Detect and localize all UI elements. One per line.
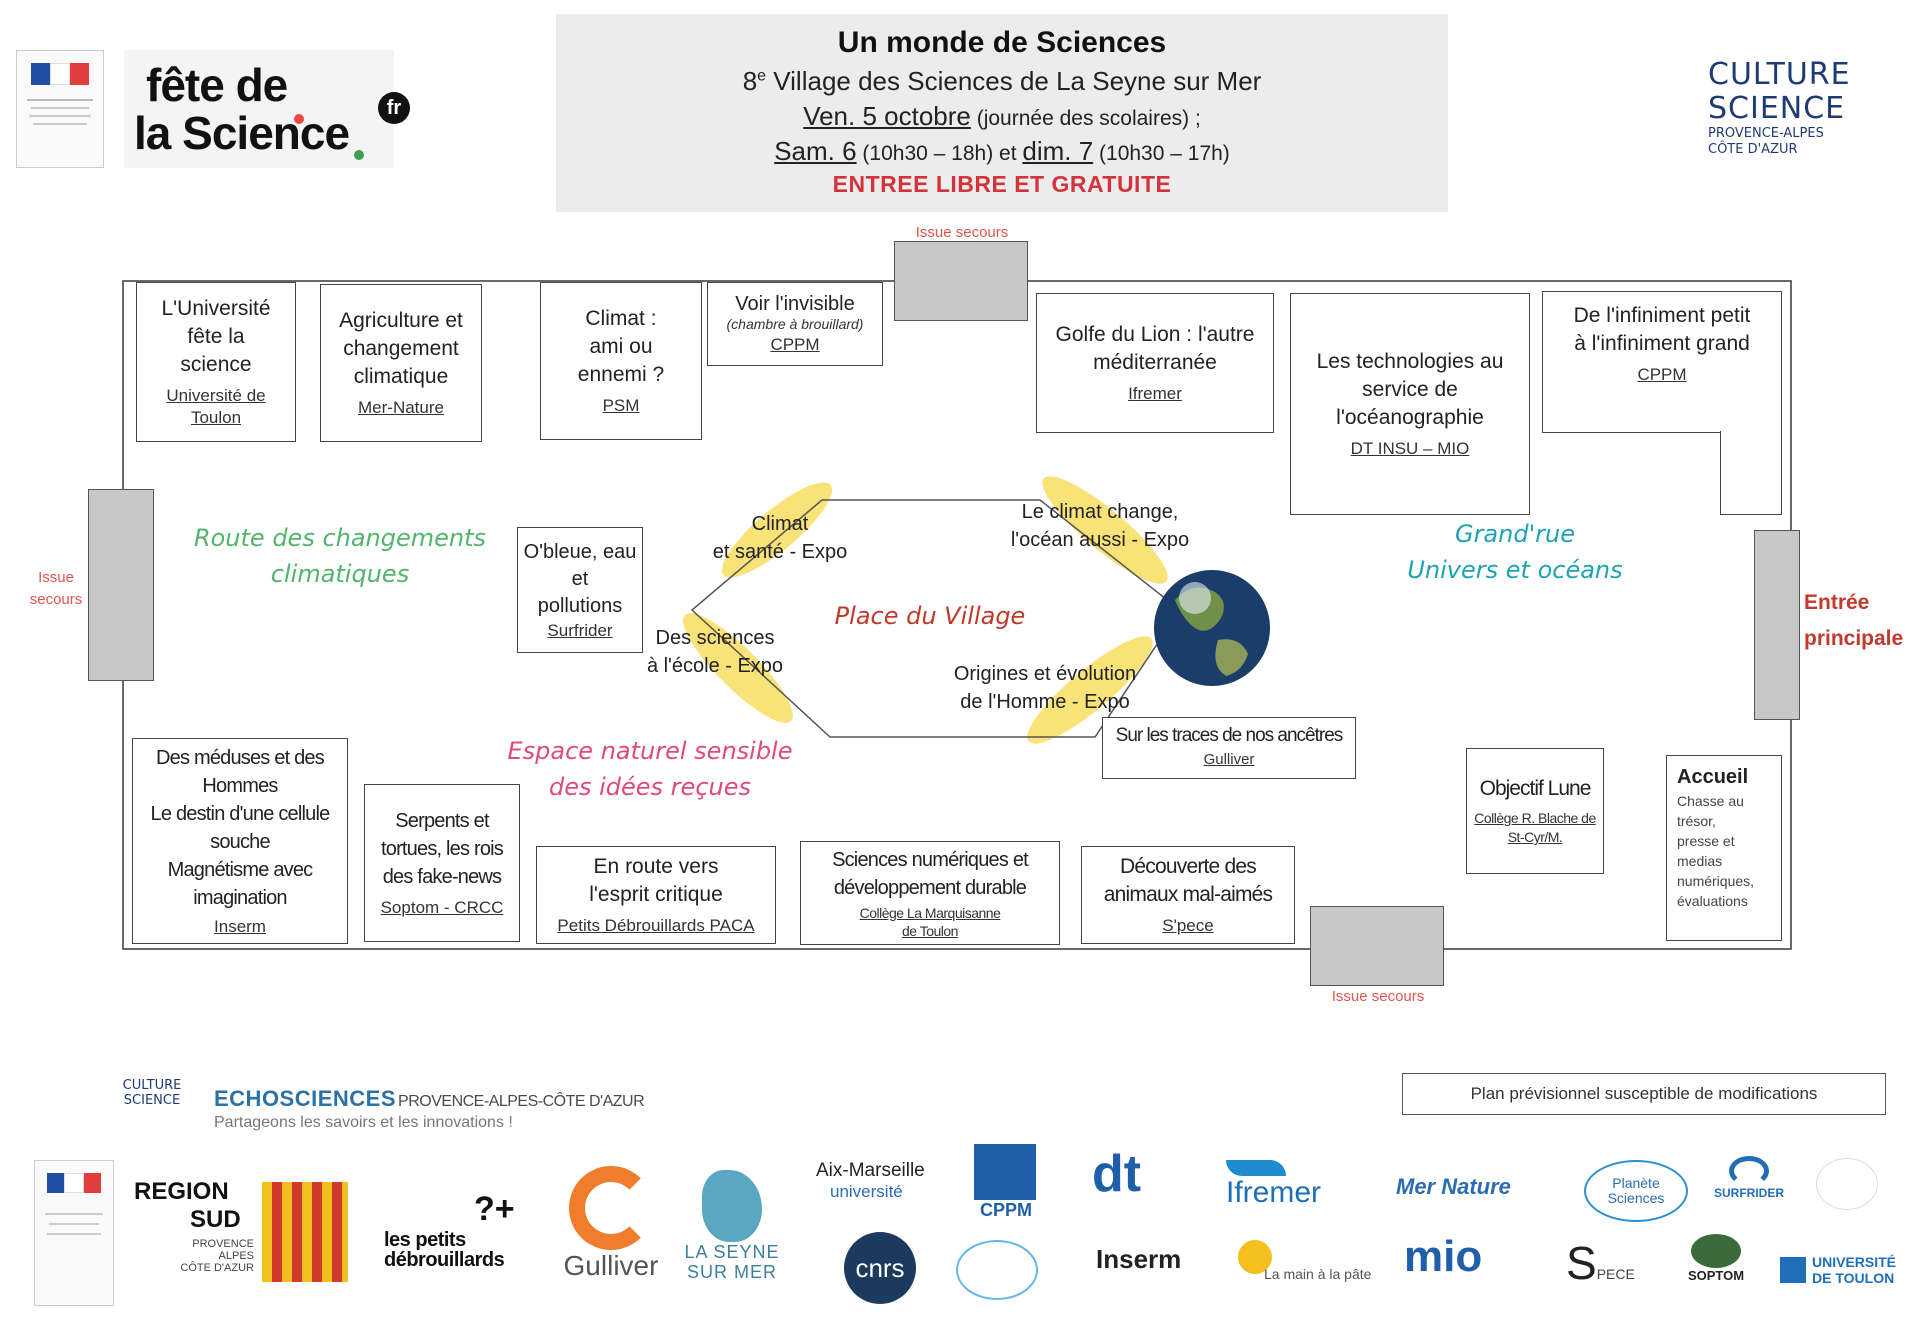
planete-sciences-logo: Planète Sciences <box>1584 1160 1688 1222</box>
aix-marseille-logo: Aix-Marseille université <box>816 1160 925 1201</box>
header-panel: Un monde de Sciences 8e Village des Scie… <box>556 14 1448 212</box>
stand-meduses[interactable]: Des méduses et des Hommes Le destin d'un… <box>132 738 348 944</box>
stand-universite[interactable]: L'Université fête la science Université … <box>136 282 296 442</box>
cnrs-logo: cnrs <box>844 1232 916 1304</box>
earth-globe-icon <box>1154 570 1270 686</box>
header-village: 8e Village des Sciences de La Seyne sur … <box>742 66 1262 96</box>
header-village-text: Village des Sciences de La Seyne sur Mer <box>766 66 1262 96</box>
main-a-la-pate-logo: La main à la pâte <box>1224 1240 1374 1282</box>
culture-science-logo: CULTURE SCIENCE PROVENCE-ALPES CÔTE D'AZ… <box>1708 57 1851 158</box>
region-flag-icon <box>262 1182 348 1282</box>
stand-infiniment-extension <box>1720 431 1782 515</box>
stand-serpents[interactable]: Serpents et tortues, les rois des fake-n… <box>364 784 520 942</box>
stand-accueil[interactable]: Accueil Chasse au trésor, presse et medi… <box>1666 755 1782 941</box>
college-marquisanne-logo <box>956 1240 1038 1300</box>
stand-technologies[interactable]: Les technologies au service de l'océanog… <box>1290 293 1530 515</box>
main-entrance-door <box>1754 530 1800 720</box>
fr-badge-icon: fr <box>378 92 410 124</box>
expo-origines-homme: Origines et évolution de l'Homme - Expo <box>953 663 1137 713</box>
eu-logo-small <box>1816 1158 1878 1210</box>
inserm-logo: Inserm <box>1096 1244 1182 1274</box>
stand-esprit-critique[interactable]: En route vers l'esprit critique Petits D… <box>536 846 776 944</box>
stand-golfe-lion[interactable]: Golfe du Lion : l'autre méditerranée Ifr… <box>1036 293 1274 433</box>
universite-toulon-logo: UNIVERSITÉ DE TOULON <box>1780 1254 1910 1286</box>
wave-swirl-icon <box>1729 1156 1769 1186</box>
emergency-exit-bottom <box>1310 906 1444 986</box>
stand-traces[interactable]: Sur les traces de nos ancêtres Gulliver <box>1102 717 1356 779</box>
culture-science-small-logo: CULTURE SCIENCE <box>122 1078 182 1108</box>
place-du-village-hexagon <box>690 499 1182 738</box>
gulliver-g-icon <box>569 1166 653 1250</box>
stand-obleue[interactable]: O'bleue, eau et pollutions Surfrider <box>517 527 643 653</box>
stand-objectif-lune[interactable]: Objectif Lune Collège R. Blache de St-Cy… <box>1466 748 1604 874</box>
dt-insu-logo: dt <box>1092 1145 1142 1203</box>
spece-logo: SPECE <box>1566 1237 1635 1289</box>
dolphin-icon <box>702 1170 762 1242</box>
french-flag-icon <box>31 63 90 85</box>
route-changements-climatiques: Route des changements climatiques <box>193 524 487 588</box>
header-title: Un monde de Sciences <box>837 26 1167 59</box>
cppm-logo: CPPM <box>974 1144 1038 1221</box>
header-dates-2: Sam. 6 (10h30 – 18h) et dim. 7 (10h30 – … <box>774 136 1230 166</box>
expo-sciences-ecole: Des sciences à l'école - Expo <box>646 627 784 677</box>
place-du-village-title: Place du Village <box>834 602 1026 630</box>
ministry-logo-footer <box>34 1160 114 1306</box>
stand-infiniment[interactable]: De l'infiniment petit à l'infiniment gra… <box>1542 291 1782 433</box>
stand-numeriques[interactable]: Sciences numériques et développement dur… <box>800 841 1060 945</box>
emergency-exit-top-label: Issue secours <box>915 224 1009 241</box>
surfrider-logo: SURFRIDER <box>1704 1156 1794 1200</box>
emergency-exit-top <box>894 241 1028 321</box>
emergency-exit-left <box>88 489 154 681</box>
stand-voir-invisible[interactable]: Voir l'invisible (chambre à brouillard) … <box>707 282 883 366</box>
expo-ocean-climat: Le climat change, l'océan aussi - Expo <box>1010 501 1190 551</box>
stand-agriculture[interactable]: Agriculture et changement climatique Mer… <box>320 284 482 442</box>
petits-debrouillards-logo: ?+ les petits débrouillards <box>384 1190 515 1271</box>
route-grand-rue: Grand'rue Univers et océans <box>1407 520 1623 584</box>
gulliver-logo: Gulliver <box>556 1166 666 1290</box>
header-dates-1: Ven. 5 octobre (journée des scolaires) ; <box>803 101 1201 131</box>
soptom-logo: SOPTOM <box>1676 1234 1756 1283</box>
mer-nature-logo: Mer Nature <box>1396 1174 1511 1199</box>
turtle-icon <box>1691 1234 1741 1268</box>
wave-icon <box>1226 1160 1286 1176</box>
provisional-plan-notice: Plan prévisionnel susceptible de modific… <box>1402 1073 1886 1115</box>
stand-animaux[interactable]: Découverte des animaux mal-aimés S'pece <box>1081 846 1295 944</box>
mio-logo: mio <box>1404 1232 1483 1281</box>
place-glow <box>683 476 1168 744</box>
entry-free-banner: ENTREE LIBRE ET GRATUITE <box>832 171 1172 197</box>
color-dots-icon <box>294 114 304 124</box>
sun-icon <box>1238 1240 1272 1274</box>
emergency-exit-bottom-label: Issue secours <box>1331 988 1425 1005</box>
expo-climat-sante: Climat et santé - Expo <box>712 513 848 563</box>
ministry-logo <box>16 50 104 168</box>
stand-climat[interactable]: Climat : ami ou ennemi ? PSM <box>540 282 702 440</box>
la-seyne-logo: LA SEYNE SUR MER <box>680 1170 784 1294</box>
region-sud-logo: REGION SUD PROVENCE ALPES CÔTE D'AZUR <box>134 1178 364 1288</box>
fete-science-logo: fête de la Science fr <box>124 50 410 168</box>
route-espace-naturel: Espace naturel sensible des idées reçues <box>507 737 793 801</box>
ifremer-logo: Ifremer <box>1226 1160 1366 1210</box>
